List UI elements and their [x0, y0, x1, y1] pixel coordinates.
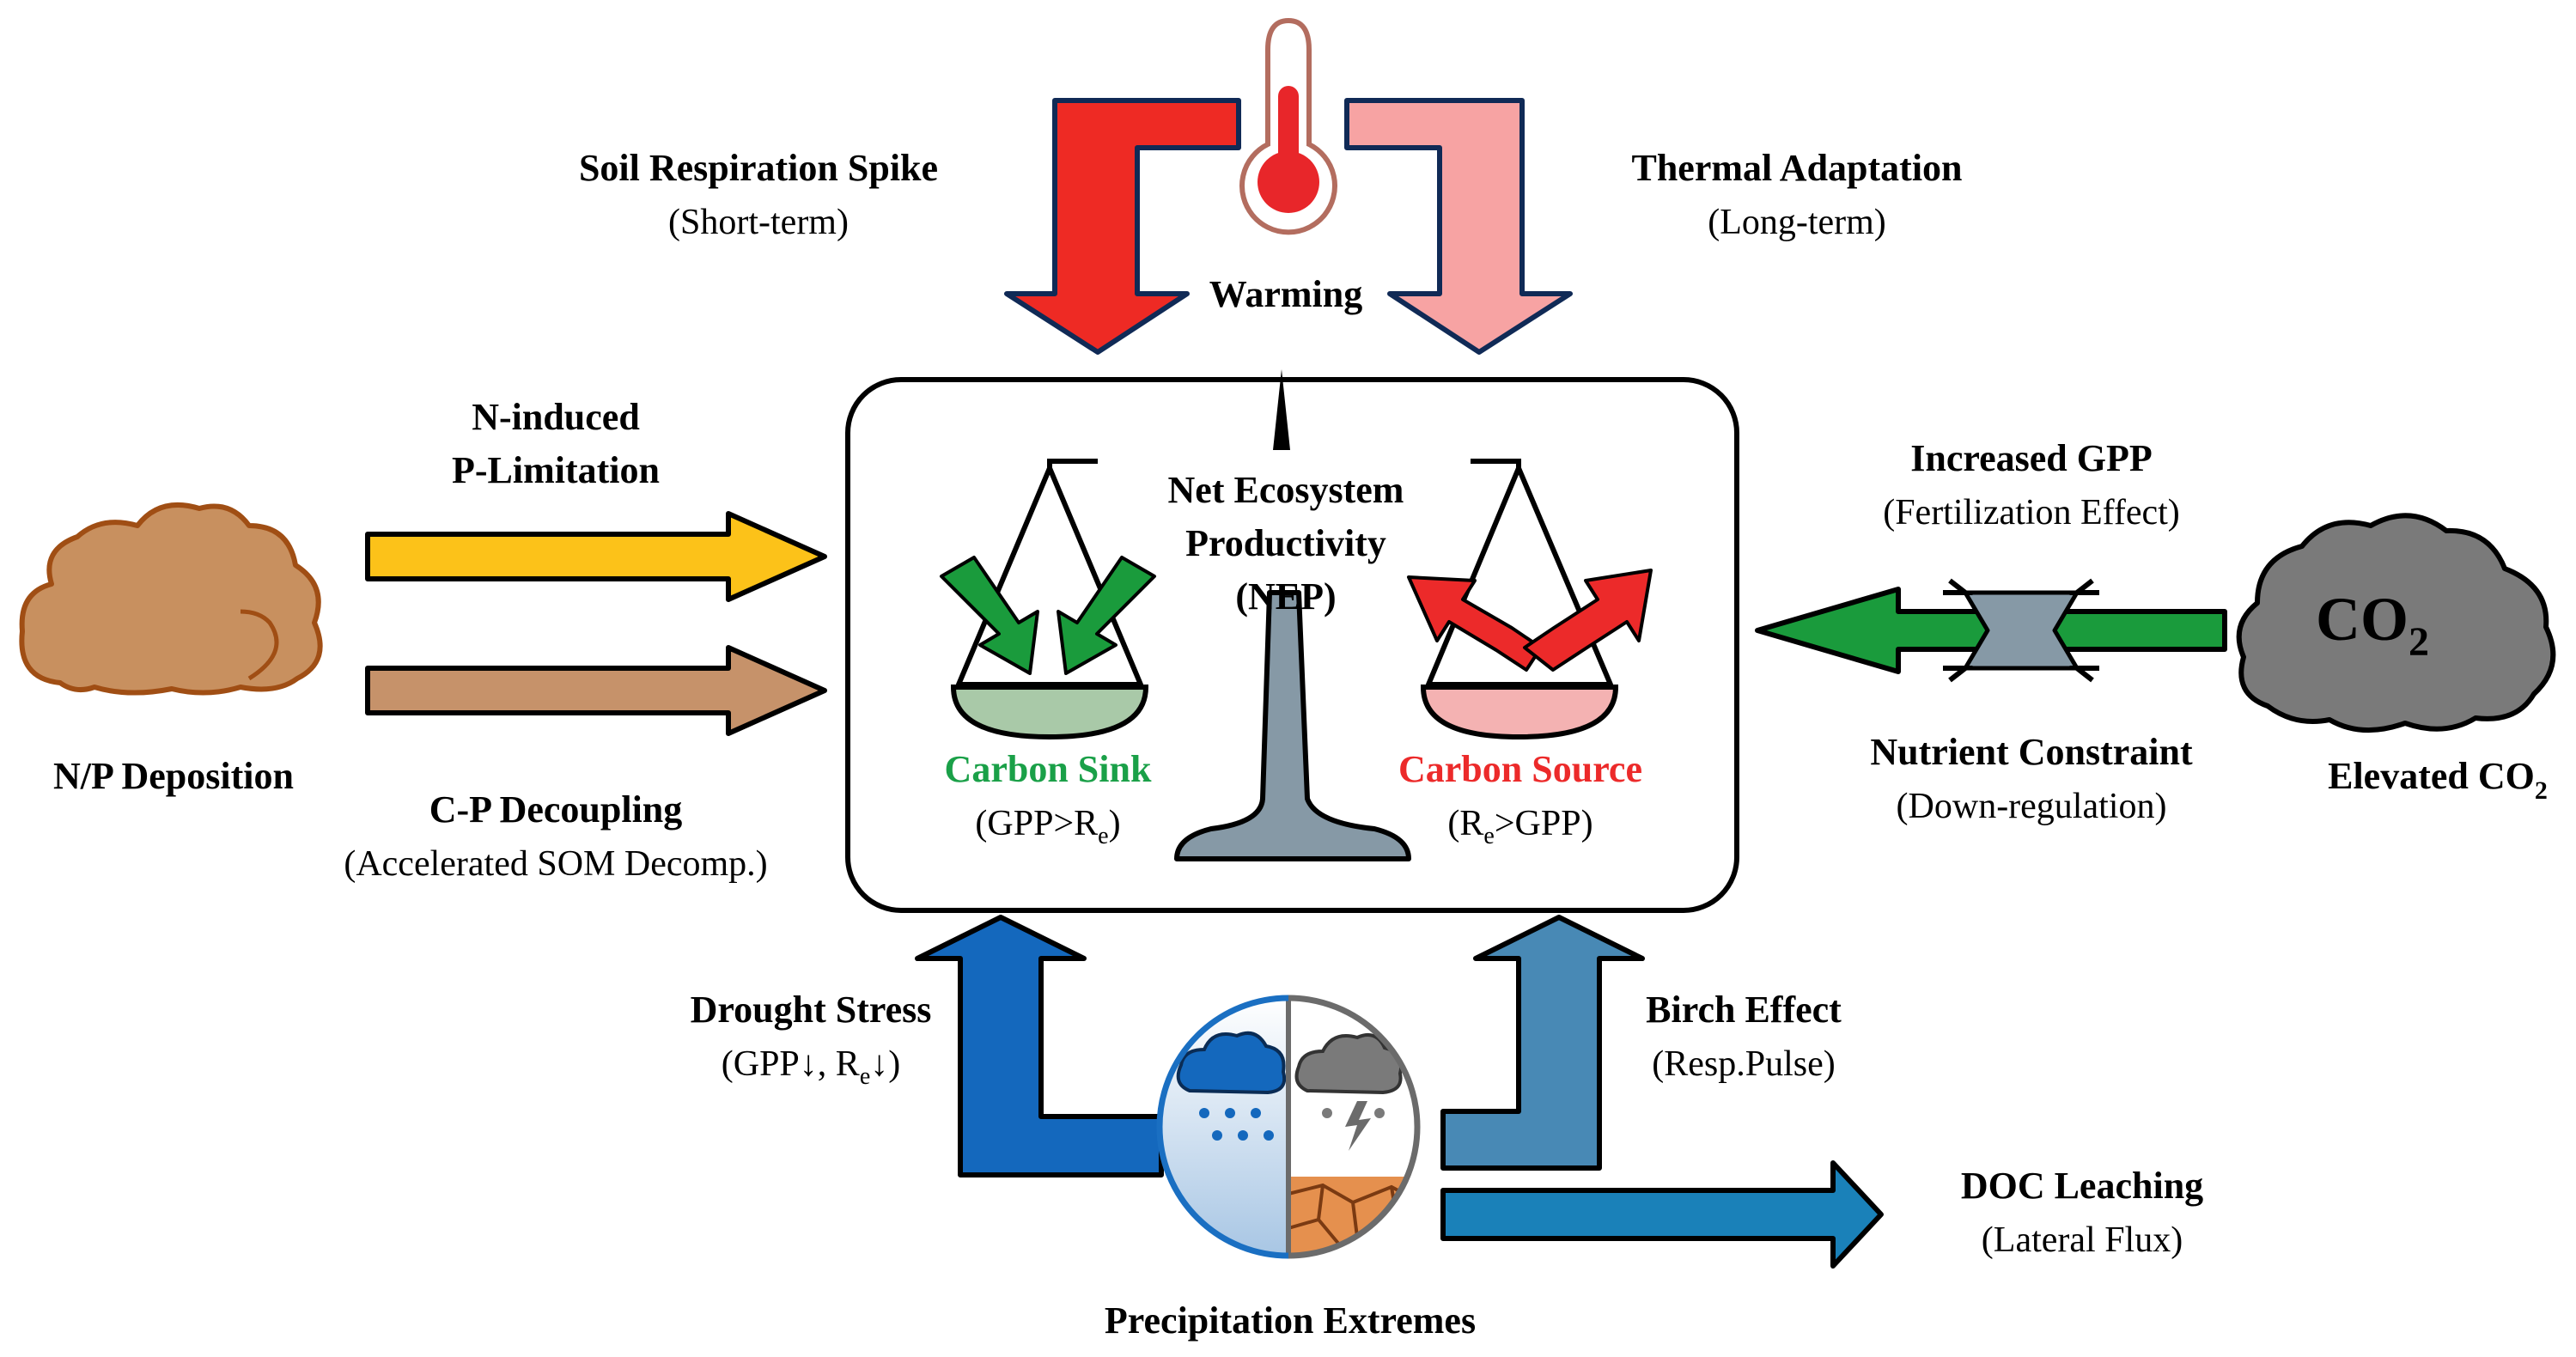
- nutrient-constraint-title: Nutrient Constraint: [1870, 731, 2193, 773]
- cp-decoupling-title: C-P Decoupling: [429, 788, 683, 831]
- drought-stress-sub: (GPP↓, Re↓): [722, 1044, 901, 1090]
- birch-effect-arrow: [1440, 915, 1645, 1171]
- carbon-release-arrows-icon: [1407, 569, 1653, 672]
- increased-gpp-title: Increased GPP: [1910, 437, 2153, 479]
- co2-cloud-icon: [2236, 513, 2556, 733]
- carbon-sink-condition: (GPP>Re): [975, 804, 1120, 849]
- cp-decoupling-sub: (Accelerated SOM Decomp.): [344, 844, 767, 884]
- nutrient-constraint-sub: (Down-regulation): [1897, 787, 2167, 826]
- carbon-source-condition: (Re>GPP): [1447, 804, 1592, 849]
- precipitation-extremes-icon: [1156, 995, 1421, 1259]
- doc-leaching-title: DOC Leaching: [1961, 1165, 2203, 1207]
- carbon-sink-label: Carbon Sink: [945, 748, 1152, 790]
- np-deposition-label: N/P Deposition: [53, 755, 294, 797]
- np-arrow-p-limitation: [365, 511, 827, 602]
- birch-effect-title: Birch Effect: [1646, 989, 1842, 1031]
- nep-title-line1: Net Ecosystem: [1168, 469, 1404, 511]
- soil-respiration-title: Soil Respiration Spike: [579, 147, 938, 189]
- thermal-adaptation-sub: (Long-term): [1708, 203, 1886, 242]
- doc-leaching-sub: (Lateral Flux): [1982, 1220, 2183, 1260]
- balance-scale-icon: [950, 369, 1619, 861]
- thermal-adaptation-title: Thermal Adaptation: [1631, 147, 1962, 189]
- p-limitation-label: P-Limitation: [452, 449, 660, 491]
- n-induced-label: N-induced: [472, 396, 640, 438]
- np-arrow-cp-decoupling: [365, 645, 827, 736]
- warming-arrow-short-term: [1004, 98, 1241, 355]
- drought-stress-arrow: [915, 915, 1164, 1177]
- birch-effect-sub: (Resp.Pulse): [1652, 1044, 1836, 1084]
- nutrient-constraint-valve-icon: [1943, 578, 2099, 683]
- precipitation-extremes-label: Precipitation Extremes: [1105, 1299, 1476, 1342]
- carbon-uptake-arrows-icon: [940, 556, 1156, 675]
- np-deposition-cloud-icon: [19, 502, 323, 696]
- increased-gpp-sub: (Fertilization Effect): [1883, 493, 2180, 532]
- elevated-co2-label: Elevated CO2: [2328, 755, 2548, 805]
- doc-leaching-arrow: [1440, 1160, 1884, 1269]
- warming-label: Warming: [1209, 273, 1362, 315]
- carbon-source-label: Carbon Source: [1398, 748, 1642, 790]
- nep-title-line2: Productivity: [1185, 522, 1386, 564]
- drought-stress-title: Drought Stress: [691, 989, 932, 1031]
- thermometer-icon: [1239, 17, 1337, 235]
- nep-title-line3: (NEP): [1235, 575, 1336, 618]
- co2-cloud-text: CO2: [2316, 585, 2429, 665]
- warming-arrow-long-term: [1344, 98, 1573, 355]
- soil-respiration-sub: (Short-term): [668, 203, 849, 242]
